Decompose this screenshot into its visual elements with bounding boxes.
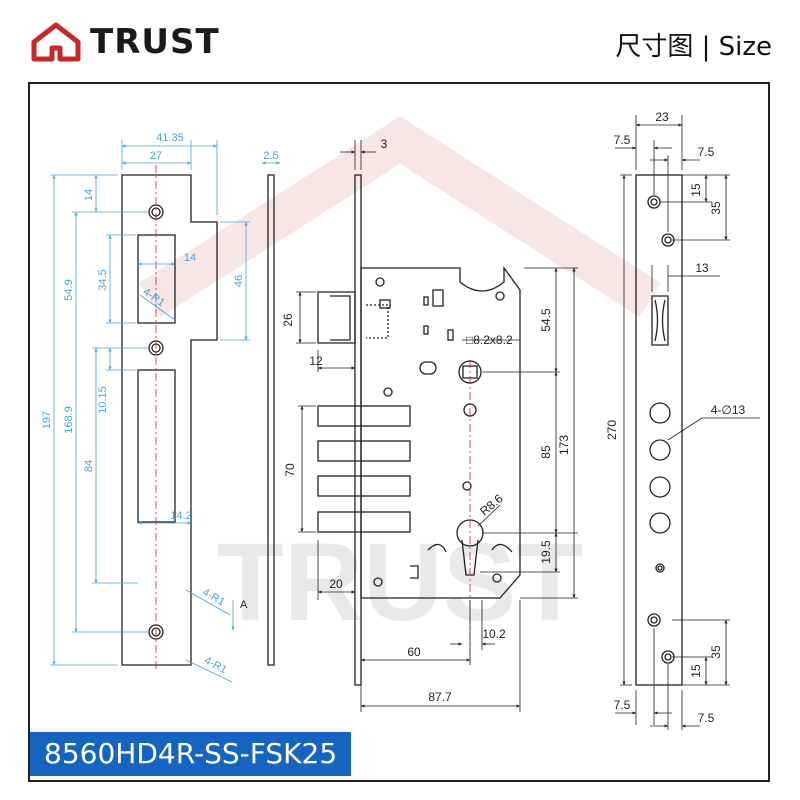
hole-spec: 4-∅13 <box>711 403 746 417</box>
lockbody-dimensions <box>296 140 578 712</box>
model-number-badge: 8560HD4R-SS-FSK25 <box>30 732 352 776</box>
faceplate-dimensions <box>615 115 760 730</box>
dim-7-5-top-right: 7.5 <box>698 145 715 159</box>
watermark-text: TRUST <box>217 521 584 644</box>
header: TRUST 尺寸图 | Size <box>0 0 800 80</box>
dim-26: 26 <box>281 313 295 327</box>
faceplate <box>635 174 683 686</box>
dim-35-top: 35 <box>709 201 723 215</box>
brand-name: TRUST <box>90 22 220 62</box>
dim-12: 12 <box>309 354 323 368</box>
dim-60: 60 <box>407 645 421 659</box>
radius-8-6: R8.6 <box>477 491 506 518</box>
dim-15-bottom: 15 <box>689 664 703 678</box>
drawing-frame <box>28 82 770 782</box>
dim-27: 27 <box>150 150 162 162</box>
dim-23: 23 <box>655 110 669 124</box>
strike-plate <box>121 165 275 670</box>
dim-10-15: 10.15 <box>97 386 109 414</box>
dim-13: 13 <box>695 261 709 275</box>
dim-54-5: 54.5 <box>539 308 553 332</box>
dim-46: 46 <box>233 275 245 287</box>
brand-logo: TRUST <box>30 22 220 62</box>
dim-14-top: 14 <box>83 189 95 201</box>
spindle-size: □8.2x8.2 <box>466 333 513 347</box>
dim-197: 197 <box>41 411 53 429</box>
dim-19-5: 19.5 <box>539 540 553 564</box>
dim-3: 3 <box>381 137 388 151</box>
house-logo-icon <box>31 22 81 62</box>
lock-body <box>317 174 521 686</box>
dim-10-2: 10.2 <box>482 627 506 641</box>
dim-270: 270 <box>605 420 619 440</box>
dim-14-2: 14.2 <box>170 510 191 522</box>
strike-dimensions <box>50 140 281 683</box>
dim-35-bottom: 35 <box>709 645 723 659</box>
dim-41-35: 41.35 <box>156 132 184 144</box>
dim-2-5: 2.5 <box>263 150 278 162</box>
watermark: TRUST <box>139 116 661 644</box>
dim-34-5: 34.5 <box>97 269 109 290</box>
dim-70: 70 <box>283 463 297 477</box>
dim-15-top: 15 <box>689 183 703 197</box>
section-label-a: A <box>240 599 248 611</box>
dim-84: 84 <box>83 460 95 472</box>
dim-85: 85 <box>539 445 553 459</box>
dim-173: 173 <box>557 435 571 455</box>
dim-20: 20 <box>329 577 343 591</box>
dim-54-9: 54.9 <box>63 279 75 300</box>
radius-bot: 4-R1 <box>202 654 229 676</box>
faceplate-labels: 23 7.5 7.5 15 35 13 270 4-∅13 15 35 7.5 … <box>605 110 746 725</box>
dim-14-slot: 14 <box>184 252 196 264</box>
dim-168-9: 168.9 <box>63 406 75 434</box>
page-title: 尺寸图 | Size <box>615 32 772 62</box>
dim-7-5-bottom-right: 7.5 <box>698 711 715 725</box>
dim-87-7: 87.7 <box>428 690 452 704</box>
dim-7-5-bottom-left: 7.5 <box>614 698 631 712</box>
dim-7-5-top-left: 7.5 <box>614 133 631 147</box>
